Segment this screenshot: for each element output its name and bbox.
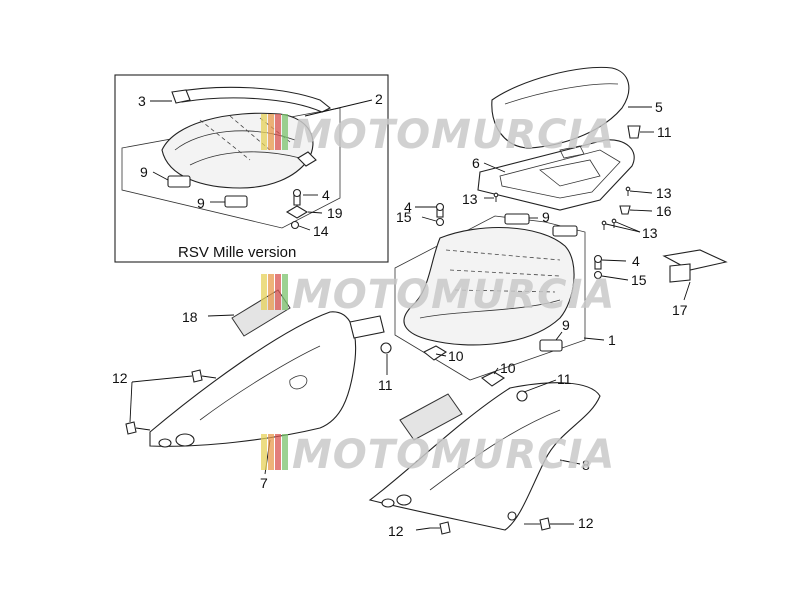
callout-14: 14 — [313, 223, 329, 239]
callout-4: 4 — [404, 199, 412, 215]
callout-12: 12 — [388, 523, 404, 539]
callout-18: 18 — [182, 309, 198, 325]
callout-16: 16 — [656, 203, 672, 219]
callout-9: 9 — [140, 164, 148, 180]
callout-13: 13 — [642, 225, 658, 241]
leader-lines — [129, 99, 691, 531]
callout-17: 17 — [672, 302, 688, 318]
screws-12 — [125, 369, 551, 535]
grab-handle — [174, 86, 332, 113]
callout-1: 1 — [608, 332, 616, 348]
rider-seat-1 — [394, 213, 586, 387]
callout-9: 9 — [197, 195, 205, 211]
inset-caption: RSV Mille version — [178, 244, 296, 261]
callout-11: 11 — [657, 124, 672, 140]
callout-2: 2 — [375, 91, 383, 107]
callout-10: 10 — [448, 348, 464, 364]
watermark-text: MOTOMURCIA — [292, 112, 615, 158]
callout-13: 13 — [462, 191, 478, 207]
watermark-bottom: MOTOMURCIA — [261, 432, 615, 478]
callout-10: 10 — [500, 360, 516, 376]
callout-7: 7 — [260, 475, 268, 491]
side-panel-left-7 — [149, 311, 392, 448]
watermark-middle: MOTOMURCIA — [261, 272, 615, 318]
callout-12: 12 — [112, 370, 128, 386]
callout-8: 8 — [582, 457, 590, 473]
callout-9: 9 — [562, 317, 570, 333]
callout-4: 4 — [632, 253, 640, 269]
callout-12: 12 — [578, 515, 594, 531]
plug-11 — [627, 125, 641, 139]
callout-3: 3 — [138, 93, 146, 109]
callout-19: 19 — [327, 205, 343, 221]
rubber-pad — [167, 175, 191, 188]
foam-pad — [399, 393, 463, 441]
inset-rsv-mille — [114, 74, 389, 263]
rubber-pad — [224, 195, 248, 208]
screws-13-16 — [493, 186, 631, 230]
callout-5: 5 — [655, 99, 663, 115]
callout-11: 11 — [557, 371, 572, 387]
callout-6: 6 — [472, 155, 480, 171]
callout-11: 11 — [378, 377, 393, 393]
watermark-text: MOTOMURCIA — [292, 432, 615, 478]
passenger-seat-5 — [491, 66, 630, 149]
screw-washer-left — [435, 202, 445, 227]
callouts: 3 2 9 9 4 19 14 5 11 6 13 13 16 13 4 15 … — [112, 91, 688, 539]
callout-15: 15 — [631, 272, 647, 288]
callout-13: 13 — [656, 185, 672, 201]
callout-4: 4 — [322, 187, 330, 203]
screw-washer-right — [593, 254, 603, 280]
callout-9: 9 — [542, 209, 550, 225]
seat-base-6 — [477, 139, 635, 211]
side-panel-right-8 — [368, 382, 601, 531]
bracket-17 — [662, 249, 728, 283]
watermark-top: MOTOMURCIA — [261, 112, 615, 158]
callout-15: 15 — [396, 209, 412, 225]
watermark-text: MOTOMURCIA — [292, 272, 615, 318]
